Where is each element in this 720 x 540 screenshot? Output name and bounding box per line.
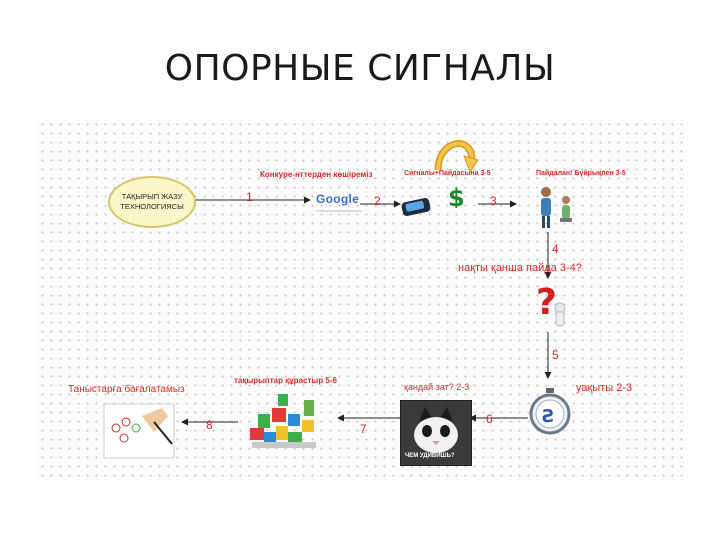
label-exact-benefit: нақты қанша пайда 3-4? — [458, 262, 582, 274]
start-node-line2: ТЕХНОЛОГИЯСЫ — [120, 202, 184, 211]
stopwatch-icon: Ƨ — [529, 388, 571, 435]
label-structure-topics: тақырыптар құрастыр 5-6 — [234, 376, 337, 385]
label-what-thing: қандай зат? 2-3 — [404, 382, 470, 392]
dollar-cycle-icon: $ — [434, 140, 479, 208]
cat-illustration — [414, 407, 458, 453]
diagram-canvas: ТАҚЫРЫП ЖАЗУ ТЕХНОЛОГИЯСЫ 1 2 3 4 5 6 7 … — [38, 120, 684, 480]
label-signals-benefit: Сигналы+Пайдасына 3-5 — [404, 170, 491, 177]
cat-caption: ЧЕМ УДИВИШЬ? — [405, 453, 455, 459]
svg-text:Ƨ: Ƨ — [542, 406, 555, 427]
checklist-icon — [103, 403, 175, 459]
step-number-3: 3 — [490, 194, 497, 208]
people-service-icon — [541, 187, 572, 228]
cat-photo: ЧЕМ УДИВИШЬ? — [400, 400, 472, 466]
step-number-1: 1 — [246, 190, 253, 204]
label-evaluate: Таныстарға бағалатамыз — [68, 384, 185, 395]
phone-icon — [401, 197, 431, 217]
svg-text:?: ? — [536, 282, 557, 323]
start-node-ellipse: ТАҚЫРЫП ЖАЗУ ТЕХНОЛОГИЯСЫ — [108, 176, 196, 228]
google-searchbar — [316, 210, 362, 212]
step-number-2: 2 — [374, 194, 381, 208]
start-node-line1: ТАҚЫРЫП ЖАЗУ — [121, 192, 183, 201]
step-number-4: 4 — [552, 242, 559, 256]
step-number-5: 5 — [552, 348, 559, 362]
svg-text:$: $ — [448, 184, 465, 208]
step-number-7: 7 — [360, 422, 367, 436]
building-blocks-icon — [250, 394, 316, 448]
step-number-6: 6 — [486, 412, 493, 426]
question-person-icon: ? — [536, 282, 566, 327]
label-competitors: Конкуре-нттерден көшіреміз — [260, 170, 373, 179]
google-logo: Google — [316, 192, 359, 206]
label-time: уақыты 2-3 — [576, 382, 633, 394]
label-benefit-service: Пайдалан! Бүйрықпен 3-5 — [536, 170, 626, 177]
connector-layer — [181, 196, 552, 426]
google-text: Google — [316, 192, 360, 206]
slide-title: ОПОРНЫЕ СИГНАЛЫ — [164, 48, 556, 89]
step-number-8: 8 — [206, 418, 213, 432]
